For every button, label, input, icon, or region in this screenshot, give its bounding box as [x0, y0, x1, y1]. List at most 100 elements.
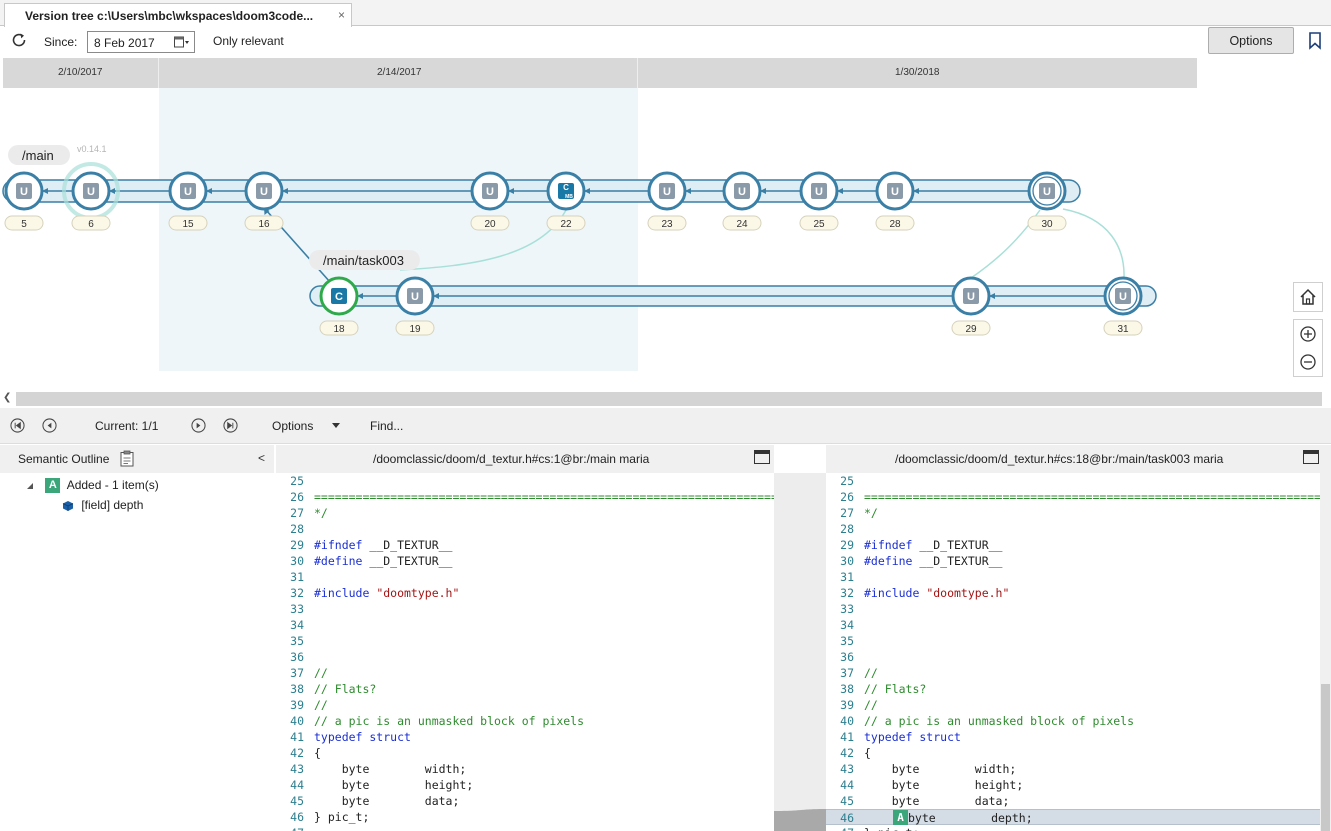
code-vertical-scrollbar[interactable] — [1320, 473, 1331, 831]
zoom-in-icon[interactable] — [1300, 326, 1316, 342]
tree-node-added[interactable]: A Added - 1 item(s) — [26, 478, 159, 494]
arrow-head — [433, 293, 439, 299]
changeset-node-20[interactable]: U20 — [470, 171, 510, 231]
line-number: 29 — [840, 538, 854, 552]
line-number: 28 — [290, 522, 304, 536]
tree-node-field[interactable]: [field] depth — [62, 498, 143, 512]
code-text: byte depth; — [908, 811, 1033, 825]
changeset-node-30[interactable]: U30 — [1027, 171, 1067, 231]
line-number: 31 — [840, 570, 854, 584]
scrollbar-thumb[interactable] — [1321, 684, 1330, 831]
options-button[interactable]: Options — [1208, 27, 1294, 54]
changeset-node-19[interactable]: U19 — [395, 276, 435, 336]
arrow-head — [508, 188, 514, 194]
line-number: 29 — [290, 538, 304, 552]
maximize-icon[interactable] — [754, 450, 770, 464]
node-label-pill — [875, 215, 915, 231]
added-label: Added - 1 item(s) — [66, 478, 159, 492]
since-date-picker[interactable]: 8 Feb 2017 — [87, 31, 195, 53]
first-difference-icon[interactable] — [10, 418, 25, 433]
changeset-node-29[interactable]: U29 — [951, 276, 991, 336]
code-line: 31 — [276, 569, 774, 585]
find-button[interactable]: Find... — [370, 419, 404, 433]
tab-bar: Version tree c:\Users\mbc\wkspaces\doom3… — [0, 0, 1331, 27]
zoom-out-icon[interactable] — [1300, 354, 1316, 370]
last-difference-icon[interactable] — [223, 418, 238, 433]
line-number: 31 — [290, 570, 304, 584]
only-relevant-label[interactable]: Only relevant — [213, 34, 284, 48]
changeset-node-23[interactable]: U23 — [647, 171, 687, 231]
changeset-node-6[interactable]: U6 — [71, 171, 111, 231]
close-icon[interactable]: × — [337, 8, 345, 22]
left-pane-header: /doomclassic/doom/d_textur.h#cs:1@br:/ma… — [276, 445, 774, 473]
code-text: // Flats? — [864, 682, 927, 696]
line-number: 32 — [290, 586, 304, 600]
timeline-col-1: 2/10/2017 — [3, 58, 159, 88]
changeset-node-28[interactable]: U28 — [875, 171, 915, 231]
calendar-icon[interactable] — [174, 36, 190, 49]
changeset-node-24[interactable]: U24 — [722, 171, 762, 231]
bookmark-icon[interactable] — [1307, 31, 1323, 51]
code-line: 38// Flats? — [276, 681, 774, 697]
changeset-node-5[interactable]: U5 — [4, 171, 44, 231]
next-difference-icon[interactable] — [191, 418, 206, 433]
tab-version-tree[interactable]: Version tree c:\Users\mbc\wkspaces\doom3… — [4, 3, 352, 27]
changeset-node-18[interactable]: C18 — [319, 276, 359, 336]
changeset-node-31[interactable]: U31 — [1103, 276, 1143, 336]
arrow-head — [584, 188, 590, 194]
changeset-node-15[interactable]: U15 — [168, 171, 208, 231]
node-glyph-box — [811, 183, 827, 199]
code-text: byte width; — [864, 762, 1017, 776]
line-number: 43 — [290, 762, 304, 776]
maximize-icon[interactable] — [1303, 450, 1319, 464]
tab-title: Version tree c:\Users\mbc\wkspaces\doom3… — [25, 9, 314, 23]
code-line: 31 — [826, 569, 1320, 585]
collapse-outline-button[interactable]: < — [258, 451, 266, 465]
node-label-pill — [395, 320, 435, 336]
node-glyph-box — [963, 288, 979, 304]
code-line: 27*/ — [826, 505, 1320, 521]
nav-options-menu[interactable]: Options — [272, 419, 314, 433]
node-inner-ring — [1108, 281, 1138, 311]
code-line: 44 byte height; — [276, 777, 774, 793]
line-number: 38 — [290, 682, 304, 696]
current-difference: Current: 1/1 — [95, 419, 159, 433]
code-text: #include "doomtype.h" — [314, 586, 460, 600]
branch-label-main[interactable]: /main — [22, 148, 54, 163]
arrow-head — [109, 188, 115, 194]
refresh-icon[interactable] — [10, 31, 28, 49]
expand-arrow-icon[interactable] — [26, 482, 34, 490]
semantic-outline-panel: Semantic Outline < A Added - 1 item(s) [… — [0, 445, 274, 831]
code-line: 32#include "doomtype.h" — [826, 585, 1320, 601]
right-pane-title: /doomclassic/doom/d_textur.h#cs:18@br:/m… — [895, 452, 1224, 466]
branch-label-task-pill — [309, 250, 420, 270]
node-label: 23 — [661, 219, 673, 230]
node-label: 22 — [560, 219, 572, 230]
changeset-node-25[interactable]: U25 — [799, 171, 839, 231]
line-number: 36 — [290, 650, 304, 664]
home-button[interactable] — [1293, 282, 1323, 312]
code-line: 28 — [826, 521, 1320, 537]
branch-label-task003[interactable]: /main/task003 — [323, 253, 404, 268]
node-glyph-box — [482, 183, 498, 199]
arrow-head — [685, 188, 691, 194]
changeset-node-16[interactable]: U16 — [244, 171, 284, 231]
scroll-left-arrow[interactable]: ❮ — [3, 392, 12, 403]
scrollbar-thumb[interactable] — [16, 392, 1322, 406]
previous-difference-icon[interactable] — [42, 418, 57, 433]
node-label-pill — [1027, 215, 1067, 231]
home-icon — [1300, 288, 1316, 305]
code-text: // — [864, 666, 878, 680]
toolbar: Since: 8 Feb 2017 Only relevant Options — [0, 27, 1331, 57]
chevron-down-icon[interactable] — [332, 423, 340, 429]
clipboard-icon[interactable] — [120, 450, 134, 467]
node-label: 30 — [1041, 219, 1053, 230]
graph-horizontal-scrollbar[interactable]: ❮ — [0, 392, 1331, 406]
node-label: 18 — [333, 324, 345, 335]
